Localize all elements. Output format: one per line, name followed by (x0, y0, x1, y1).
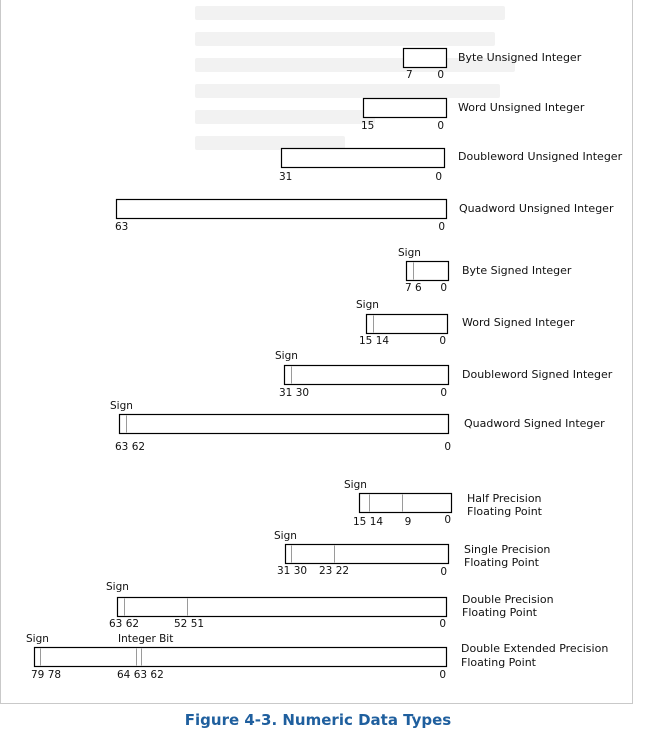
bit-field-box-byte-unsigned (402, 47, 448, 69)
data-type-label: Quadword Signed Integer (464, 417, 605, 430)
data-type-label: Doubleword Signed Integer (462, 368, 613, 381)
bit-position-label: 23 22 (319, 565, 349, 577)
data-type-label: Floating Point (467, 505, 543, 518)
bit-field-box-word-signed (365, 313, 449, 335)
bit-position-label: 63 (115, 221, 128, 233)
bit-position-label: 0 (435, 171, 442, 183)
integer-bit-label: Integer Bit (118, 633, 173, 645)
data-type-label: Double Extended Precision (461, 642, 608, 655)
bit-position-label: 0 (440, 387, 447, 399)
bit-position-label: 0 (439, 618, 446, 630)
bit-position-label: 0 (444, 514, 451, 526)
bit-position-label: 63 62 (109, 618, 139, 630)
data-type-label: Word Unsigned Integer (458, 101, 585, 114)
data-type-label: Half Precision (467, 492, 542, 505)
sign-label: Sign (398, 247, 421, 259)
bit-field-box-double-extended-precision (33, 646, 448, 668)
bit-field-box-byte-signed (405, 260, 450, 282)
bit-position-label: 0 (437, 69, 444, 81)
data-type-label: Byte Signed Integer (462, 264, 572, 277)
bit-field-box-half-precision (358, 492, 453, 514)
bit-field-box-quadword-unsigned (115, 198, 448, 220)
bit-position-label: 0 (444, 441, 451, 453)
data-type-label: Quadword Unsigned Integer (459, 202, 614, 215)
bit-position-label: 63 62 (115, 441, 145, 453)
bit-position-label: 15 14 (353, 516, 383, 528)
figure-frame (0, 0, 633, 704)
data-type-label: Floating Point (461, 656, 537, 669)
data-type-label: Doubleword Unsigned Integer (458, 150, 623, 163)
bit-position-label: 52 51 (174, 618, 204, 630)
bit-position-label: 0 (439, 669, 446, 681)
data-type-label: Floating Point (462, 606, 538, 619)
bit-field-box-doubleword-signed (283, 364, 450, 386)
bit-field-box-quadword-signed (118, 413, 450, 435)
bit-position-label: 0 (439, 335, 446, 347)
data-type-label: Byte Unsigned Integer (458, 51, 582, 64)
sign-label: Sign (110, 400, 133, 412)
bit-position-label: 15 (361, 120, 374, 132)
data-type-label: Single Precision (464, 543, 550, 556)
sign-label: Sign (275, 350, 298, 362)
bit-position-label: 31 30 (277, 565, 307, 577)
bit-position-label: 0 (438, 221, 445, 233)
bit-position-label: 64 63 62 (117, 669, 164, 681)
bit-position-label: 0 (440, 566, 447, 578)
bit-position-label: 9 (405, 516, 412, 528)
sign-label: Sign (274, 530, 297, 542)
sign-label: Sign (106, 581, 129, 593)
bit-field-box-doubleword-unsigned (280, 147, 446, 169)
data-type-label: Word Signed Integer (462, 316, 575, 329)
figure-caption: Figure 4-3. Numeric Data Types (184, 711, 452, 729)
bit-field-box-word-unsigned (362, 97, 448, 119)
sign-label: Sign (356, 299, 379, 311)
bit-position-label: 7 (406, 69, 413, 81)
sign-label: Sign (26, 633, 49, 645)
bit-position-label: 15 14 (359, 335, 389, 347)
data-type-label: Floating Point (464, 556, 540, 569)
bit-field-box-single-precision (284, 543, 450, 565)
bit-position-label: 31 30 (279, 387, 309, 399)
bit-position-label: 79 78 (31, 669, 61, 681)
sign-label: Sign (344, 479, 367, 491)
bit-position-label: 31 (279, 171, 292, 183)
bit-position-label: 7 6 (405, 282, 422, 294)
bit-position-label: 0 (440, 282, 447, 294)
bit-position-label: 0 (437, 120, 444, 132)
bit-field-box-double-precision (116, 596, 448, 618)
data-type-label: Double Precision (462, 593, 554, 606)
